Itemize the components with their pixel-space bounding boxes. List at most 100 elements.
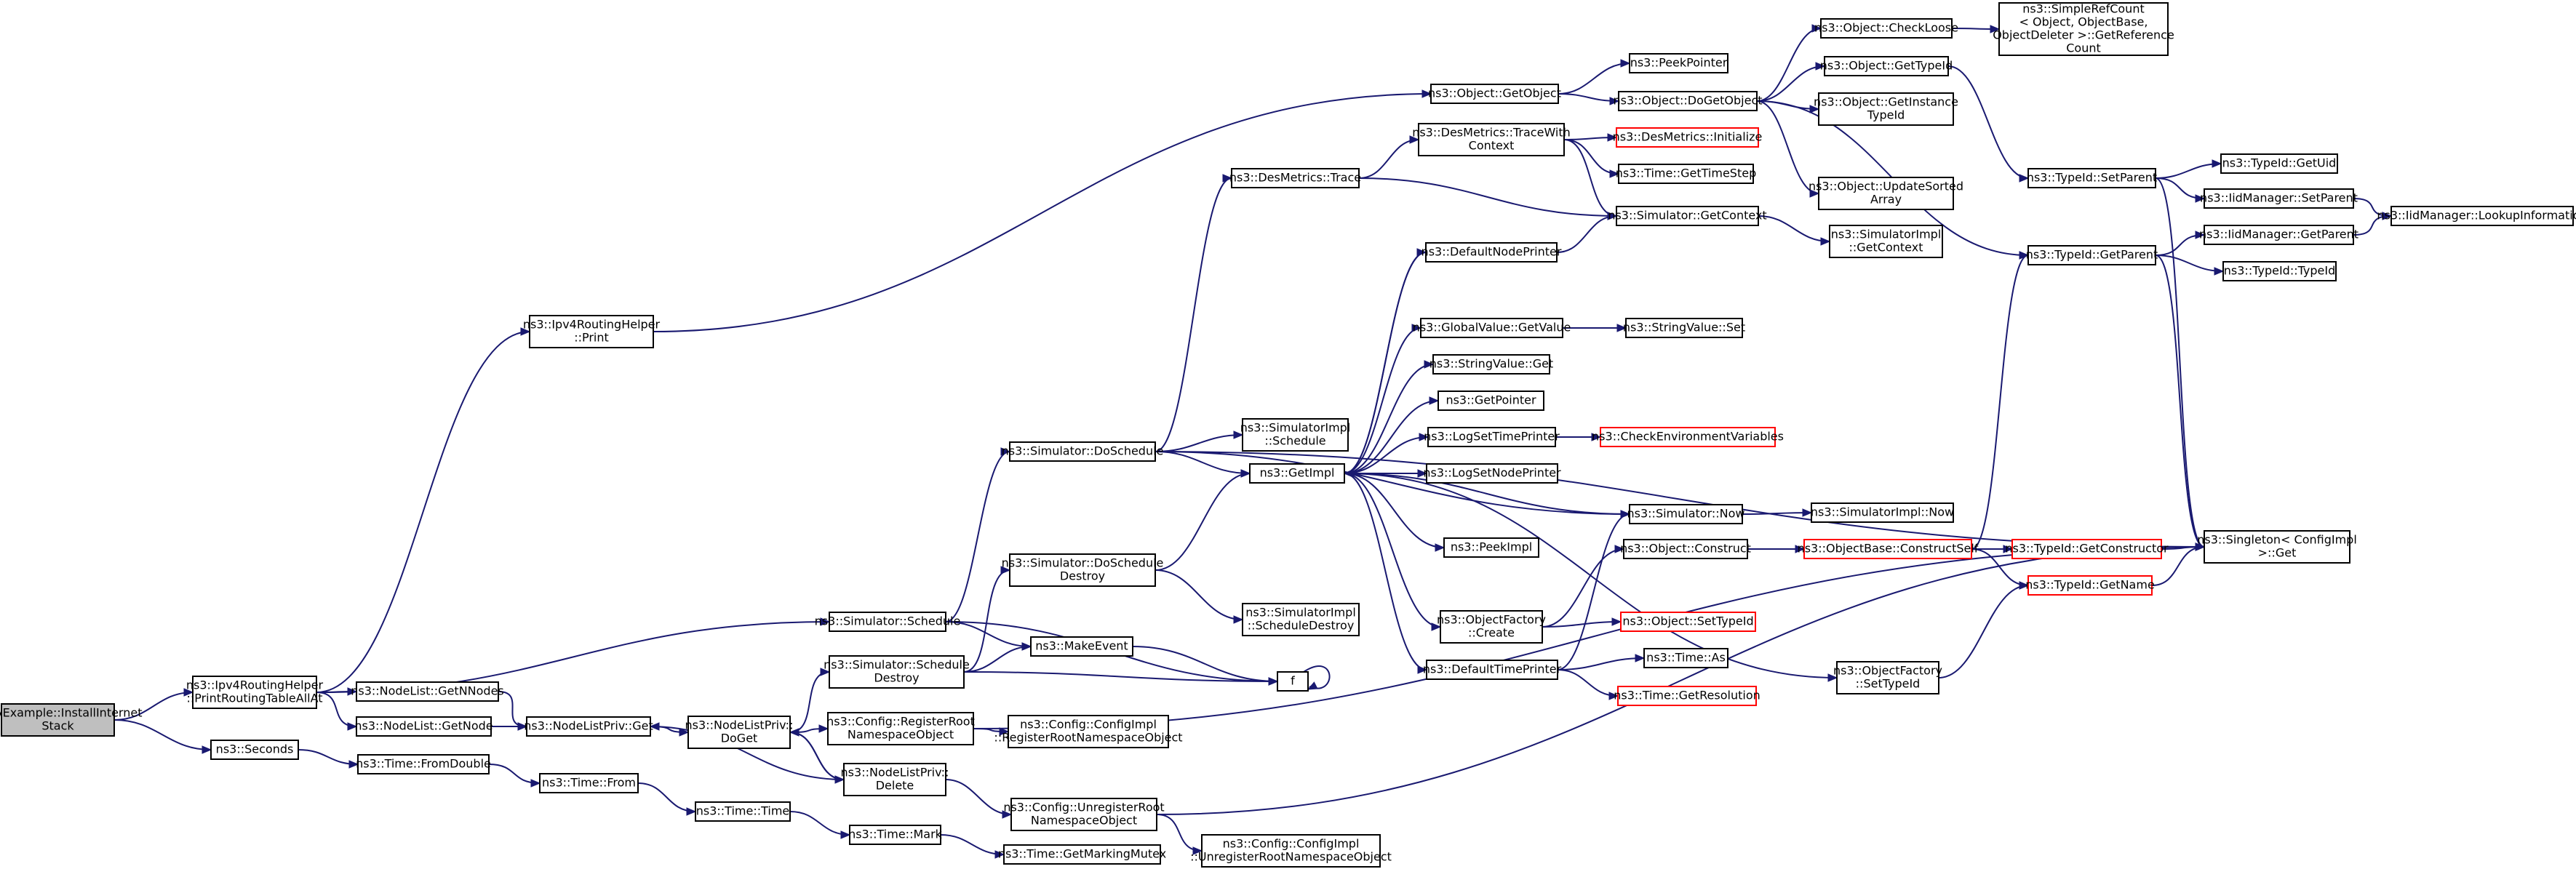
node-registerRoot[interactable]: ns3::Config::RegisterRootNamespaceObject	[826, 712, 975, 745]
node-objFactorySetTypeId[interactable]: ns3::ObjectFactory::SetTypeId	[1833, 661, 1942, 694]
node-logSetNodePrinter[interactable]: ns3::LogSetNodePrinter	[1423, 463, 1561, 484]
node-schedule[interactable]: ns3::Simulator::Schedule	[815, 612, 961, 632]
node-ipv4print[interactable]: ns3::Ipv4RoutingHelper::Print	[523, 315, 661, 348]
edge-root-to-seconds	[113, 719, 212, 754]
node-objDoGetObject[interactable]: ns3::Object::DoGetObject	[1613, 91, 1763, 111]
node-iidSetParent[interactable]: ns3::IidManager::SetParent	[2200, 188, 2358, 209]
node-peekImpl[interactable]: ns3::PeekImpl	[1443, 537, 1539, 558]
node-typeIdGetConstructor[interactable]: ns3::TypeId::GetConstructor	[2005, 539, 2169, 559]
node-defaultTimePrinter[interactable]: ns3::DefaultTimePrinter	[1423, 660, 1562, 680]
node-getResolution[interactable]: ns3::Time::GetResolution	[1614, 686, 1760, 706]
node-printAllAt[interactable]: ns3::Ipv4RoutingHelper::PrintRoutingTabl…	[186, 676, 324, 709]
node-cfgImplUnregister[interactable]: ns3::Config::ConfigImpl::UnregisterRootN…	[1190, 834, 1392, 868]
node-simGetContext[interactable]: ns3::Simulator::GetContext	[1608, 206, 1767, 226]
node-label: ns3::Simulator::GetContext	[1608, 209, 1766, 223]
edge-objFactoryCreate-to-objSetTypeId	[1542, 617, 1622, 628]
node-label: ns3::SimulatorImpl	[1240, 421, 1351, 435]
node-checkLoose[interactable]: ns3::Object::CheckLoose	[1814, 18, 1958, 39]
node-nlpDoGet[interactable]: ns3::NodeListPriv::DoGet	[685, 716, 794, 749]
node-timeAs[interactable]: ns3::Time::As	[1643, 648, 1728, 668]
node-simNow[interactable]: ns3::Simulator::Now	[1627, 504, 1745, 524]
node-label: ns3::Config::RegisterRoot	[826, 715, 975, 729]
node-label: ns3::GetImpl	[1260, 466, 1335, 480]
node-label: ns3::Simulator::Schedule	[815, 614, 961, 628]
node-desInitialize[interactable]: ns3::DesMetrics::Initialize	[1613, 127, 1763, 148]
node-objSetTypeId[interactable]: ns3::Object::SetTypeId	[1620, 612, 1756, 632]
node-peekPointer[interactable]: ns3::PeekPointer	[1629, 53, 1728, 73]
node-globalValueGetValue[interactable]: ns3::GlobalValue::GetValue	[1413, 318, 1571, 338]
node-getTimeStep[interactable]: ns3::Time::GetTimeStep	[1616, 164, 1756, 184]
node-f[interactable]: f	[1277, 671, 1309, 692]
node-simImplNow[interactable]: ns3::SimulatorImpl::Now	[1811, 502, 1954, 523]
node-simImplSchedule[interactable]: ns3::SimulatorImpl::Schedule	[1240, 418, 1351, 452]
node-typeIdSetParent[interactable]: ns3::TypeId::SetParent	[2027, 168, 2157, 188]
node-scheduleDestroy[interactable]: ns3::Simulator::ScheduleDestroy	[824, 655, 970, 689]
node-label: ns3::TypeId::SetParent	[2027, 171, 2157, 185]
node-simImplGetContext[interactable]: ns3::SimulatorImpl::GetContext	[1829, 225, 1943, 258]
node-box	[539, 773, 639, 793]
node-label: ns3::GlobalValue::GetValue	[1413, 321, 1571, 335]
node-getNode[interactable]: ns3::NodeList::GetNode	[354, 716, 493, 737]
node-label: NamespaceObject	[1031, 814, 1137, 828]
node-label: ::RegisterRootNamespaceObject	[994, 731, 1182, 745]
node-label: ::ScheduleDestroy	[1248, 619, 1355, 633]
node-doSchedule[interactable]: ns3::Simulator::DoSchedule	[1002, 441, 1164, 462]
node-box	[2204, 225, 2354, 245]
node-constructSelf[interactable]: ns3::ObjectBase::ConstructSelf	[1798, 539, 1979, 559]
node-objGetObject[interactable]: ns3::Object::GetObject	[1428, 84, 1561, 104]
node-desTrace[interactable]: ns3::DesMetrics::Trace	[1229, 168, 1361, 188]
node-getPointer[interactable]: ns3::GetPointer	[1437, 391, 1544, 411]
edge-printAllAt-to-getNNodes	[316, 687, 358, 696]
node-seconds[interactable]: ns3::Seconds	[210, 740, 299, 760]
node-getMarkingMutex[interactable]: ns3::Time::GetMarkingMutex	[998, 844, 1166, 865]
node-objGetTypeId[interactable]: ns3::Object::GetTypeId	[1820, 56, 1953, 76]
node-timeTime[interactable]: ns3::Time::Time	[695, 801, 791, 822]
node-nlpDelete[interactable]: ns3::NodeListPriv::Delete	[841, 763, 949, 796]
edge-objFactoryCreate-to-objConstruct	[1542, 545, 1625, 628]
node-iidGetParent[interactable]: ns3::IidManager::GetParent	[2199, 225, 2358, 245]
node-box	[2204, 188, 2354, 209]
edge-desTrace-to-traceWithContext	[1358, 135, 1420, 179]
node-typeIdGetName[interactable]: ns3::TypeId::GetName	[2025, 575, 2155, 596]
node-label: ns3::Object::GetObject	[1428, 87, 1561, 100]
node-makeEvent[interactable]: ns3::MakeEvent	[1030, 636, 1133, 657]
node-getNNodes[interactable]: ns3::NodeList::GetNNodes	[351, 681, 504, 702]
node-typeIdGetUid[interactable]: ns3::TypeId::GetUid	[2220, 153, 2338, 174]
node-nlpGet[interactable]: ns3::NodeListPriv::Get	[524, 716, 653, 737]
node-defaultNodePrinter[interactable]: ns3::DefaultNodePrinter	[1421, 242, 1562, 263]
node-typeIdGetParent[interactable]: ns3::TypeId::GetParent	[2026, 245, 2158, 265]
node-unregisterRoot[interactable]: ns3::Config::UnregisterRootNamespaceObje…	[1003, 798, 1165, 831]
node-label: ns3::Config::ConfigImpl	[1223, 837, 1360, 851]
node-label: AodvExample::InstallInternet	[0, 706, 142, 720]
node-box	[1418, 123, 1565, 156]
node-objConstruct[interactable]: ns3::Object::Construct	[1620, 539, 1751, 559]
edge-scheduleDestroy-to-makeEvent	[963, 642, 1032, 673]
node-typeIdTypeId[interactable]: ns3::TypeId::TypeId	[2222, 261, 2337, 281]
node-stringValueGet[interactable]: ns3::StringValue::Get	[1429, 354, 1553, 375]
node-label: ::SetTypeId	[1856, 677, 1921, 691]
node-timeFrom[interactable]: ns3::Time::From	[539, 773, 639, 793]
node-singletonGet[interactable]: ns3::Singleton< ConfigImpl>::Get	[2197, 530, 2357, 564]
node-logSetTimePrinter[interactable]: ns3::LogSetTimePrinter	[1424, 427, 1560, 447]
edge-doScheduleDestroy-to-getImpl	[1155, 469, 1251, 571]
node-objFactoryCreate[interactable]: ns3::ObjectFactory::Create	[1437, 610, 1546, 644]
node-iidLookupInformation[interactable]: ns3::IidManager::LookupInformation	[2377, 206, 2576, 226]
node-cfgImplRegister[interactable]: ns3::Config::ConfigImpl::RegisterRootNam…	[994, 715, 1183, 748]
edge-globalValueGetValue-to-stringValueSet	[1562, 324, 1627, 332]
node-label: ns3::Simulator::DoSchedule	[1002, 556, 1164, 570]
node-fromDouble[interactable]: ns3::Time::FromDouble	[356, 754, 491, 774]
node-label: ns3::DefaultNodePrinter	[1421, 245, 1562, 259]
node-simpleRefCount[interactable]: ns3::SimpleRefCount< Object, ObjectBase,…	[1993, 2, 2174, 56]
node-timeMark[interactable]: ns3::Time::Mark	[848, 825, 943, 845]
node-checkEnvVars[interactable]: ns3::CheckEnvironmentVariables	[1592, 427, 1784, 447]
node-stringValueSet[interactable]: ns3::StringValue::Set	[1623, 318, 1745, 338]
node-simImplScheduleDestroy[interactable]: ns3::SimulatorImpl::ScheduleDestroy	[1242, 603, 1360, 636]
edge-constructSelf-to-typeIdGetConstructor	[1971, 545, 2014, 553]
node-getImpl[interactable]: ns3::GetImpl	[1249, 463, 1345, 484]
